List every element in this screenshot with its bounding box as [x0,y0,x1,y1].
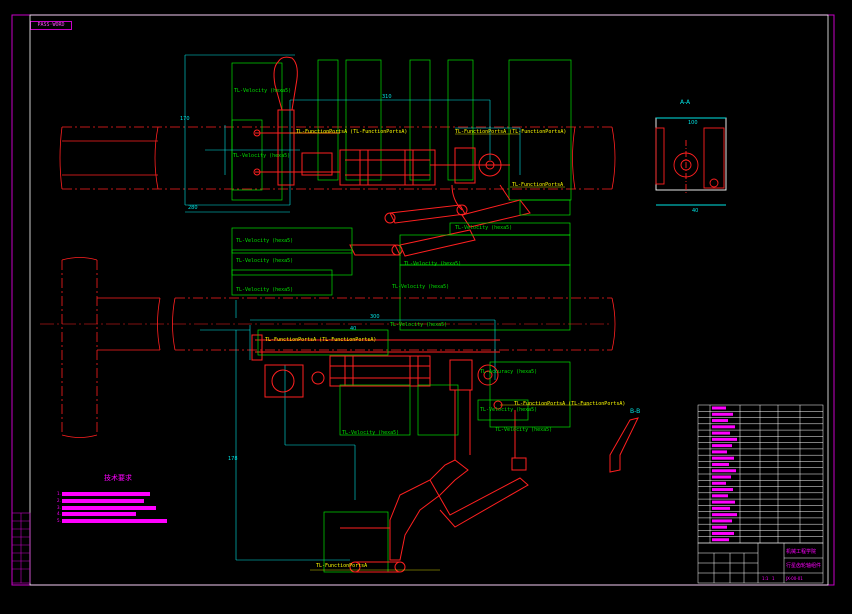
lower-mechanism [251,334,527,471]
callout-tl-velocity-6: TL-Velocity (hexa5) [404,261,462,267]
upper-dimensions [184,54,521,213]
title-drawing-name: 行星齿轮轴组件 [786,562,821,569]
note-number-4: 4. [57,511,61,516]
lower-dimensions [200,300,496,561]
section-a-dim2: 40 [692,208,698,214]
callout-tl-velocity-10: TL-Velocity (hexa5) [480,407,538,413]
lower-construction [257,329,571,573]
title-school: 机械工程学院 [786,548,816,555]
parts-list-cell-mark [712,494,728,498]
callout-tl-velocity-9: TL-Velocity (hexa5) [390,322,448,328]
title-scale: 1:1 [762,576,769,581]
callout-tl-velocity-7: TL-Velocity (hexa5) [236,287,294,293]
note-number-5: 5. [57,518,61,523]
section-a-label: A-A [680,99,691,106]
parts-list-cell-mark [712,444,732,448]
lower-shaft [40,257,616,438]
callout-tl-velocity-11: TL-Velocity (hexa5) [342,430,400,436]
middle-construction [231,199,571,331]
callout-tl-function-6: TL-FunctionPortsA [316,563,368,569]
section-a-view [655,117,727,206]
parts-list-cell-mark [712,531,734,535]
dim-label-5: 178 [228,456,238,462]
parts-list-cell-mark [712,412,733,416]
parts-list-cell-mark [712,538,729,542]
parts-list-cell-mark [712,425,735,429]
callout-tl-velocity-3: TL-Velocity (hexa5) [455,225,513,231]
title-drawing-no: JX-00-01 [785,576,803,581]
callout-tl-function-3: TL-FunctionPortsA [512,182,564,188]
dim-label-1: 280 [188,205,198,211]
callout-tl-function-2: TL-FunctionPortsA (TL-FunctionPortsA) [455,129,567,135]
upper-shaft [59,126,616,190]
parts-list-cell-mark [712,500,735,504]
callout-tl-function-5: TL-FunctionPortsA (TL-FunctionPortsA) [514,401,626,407]
note-number-1: 1. [57,491,61,496]
parts-list-cell-mark [712,456,734,460]
callout-tl-velocity-1: TL-Velocity (hexa5) [234,88,292,94]
title-block [697,542,824,584]
parts-list-cell-mark [712,419,728,423]
section-b-label: B-B [630,408,640,415]
parts-list-cell-mark [712,481,726,485]
binding-strip [11,512,31,584]
section-a-dim: 100 [688,120,698,126]
title-sheet: 1 [772,576,775,581]
callout-tl-velocity-5: TL-Velocity (hexa5) [236,258,294,264]
parts-list-cell-mark [712,525,727,529]
upper-construction [231,59,572,201]
callout-tl-accuracy: TL-Accuracy (hexa5) [480,369,538,375]
parts-list-cell-mark [712,513,737,517]
callout-tl-function-1: TL-FunctionPortsA (TL-FunctionPortsA) [296,129,408,135]
dim-label-2: 310 [382,94,392,100]
crank-arm [340,459,529,573]
parts-list-cell-mark [712,469,736,473]
inner-frame [29,14,829,586]
sheet-tag: PASS·WORD [30,21,72,30]
callout-tl-function-4: TL-FunctionPortsA (TL-FunctionPortsA) [265,337,377,343]
callout-leaders [290,132,590,571]
parts-list-cell-mark [712,462,729,466]
note-number-3: 3. [57,505,61,510]
callout-tl-velocity-2: TL-Velocity (hexa5) [233,153,291,159]
callout-tl-velocity-4: TL-Velocity (hexa5) [236,238,294,244]
parts-list-cell-mark [712,475,731,479]
notes-lines [62,492,167,523]
dim-label-3: 170 [180,116,190,122]
callout-tl-velocity-12: TL-Velocity (hexa5) [495,427,553,433]
upper-mechanism [253,56,511,211]
parts-list-cell-mark [712,437,737,441]
parts-list-cell-mark [712,488,733,492]
section-b-view [609,417,639,473]
parts-list-cell-mark [712,506,730,510]
note-number-2: 2. [57,498,61,503]
parts-list [697,404,824,544]
parts-list-cell-mark [712,406,726,410]
dim-label-4: 300 [370,314,380,320]
parts-list-cell-mark [712,519,732,523]
parts-list-cell-mark [712,450,727,454]
parts-list-cell-mark [712,431,730,435]
notes-title: 技术要求 [104,473,132,482]
callout-tl-velocity-8: TL-Velocity (hexa5) [392,284,450,290]
dim-label-6: 40 [350,326,356,332]
